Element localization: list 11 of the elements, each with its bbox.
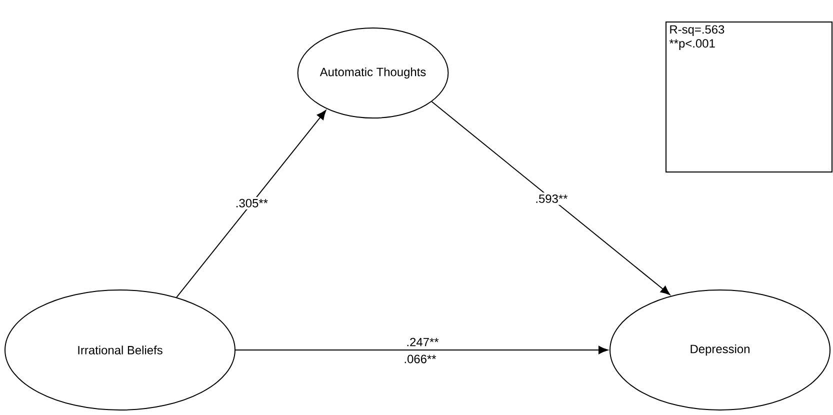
arrow xyxy=(176,110,326,298)
ellipse-node: Irrational Beliefs xyxy=(4,290,236,410)
coefficient-text: .066** xyxy=(402,352,438,366)
ellipse-node: Depression xyxy=(610,290,830,410)
arrow xyxy=(431,101,670,296)
edge-label: .593** xyxy=(533,192,570,205)
edge-label: .247** xyxy=(404,336,441,348)
stats-box: R-sq=.563 **p<.001 xyxy=(666,22,832,172)
ellipse-node: Automatic Thoughts xyxy=(297,28,449,118)
edge-label: .305** xyxy=(233,196,270,210)
arrow xyxy=(235,346,608,354)
